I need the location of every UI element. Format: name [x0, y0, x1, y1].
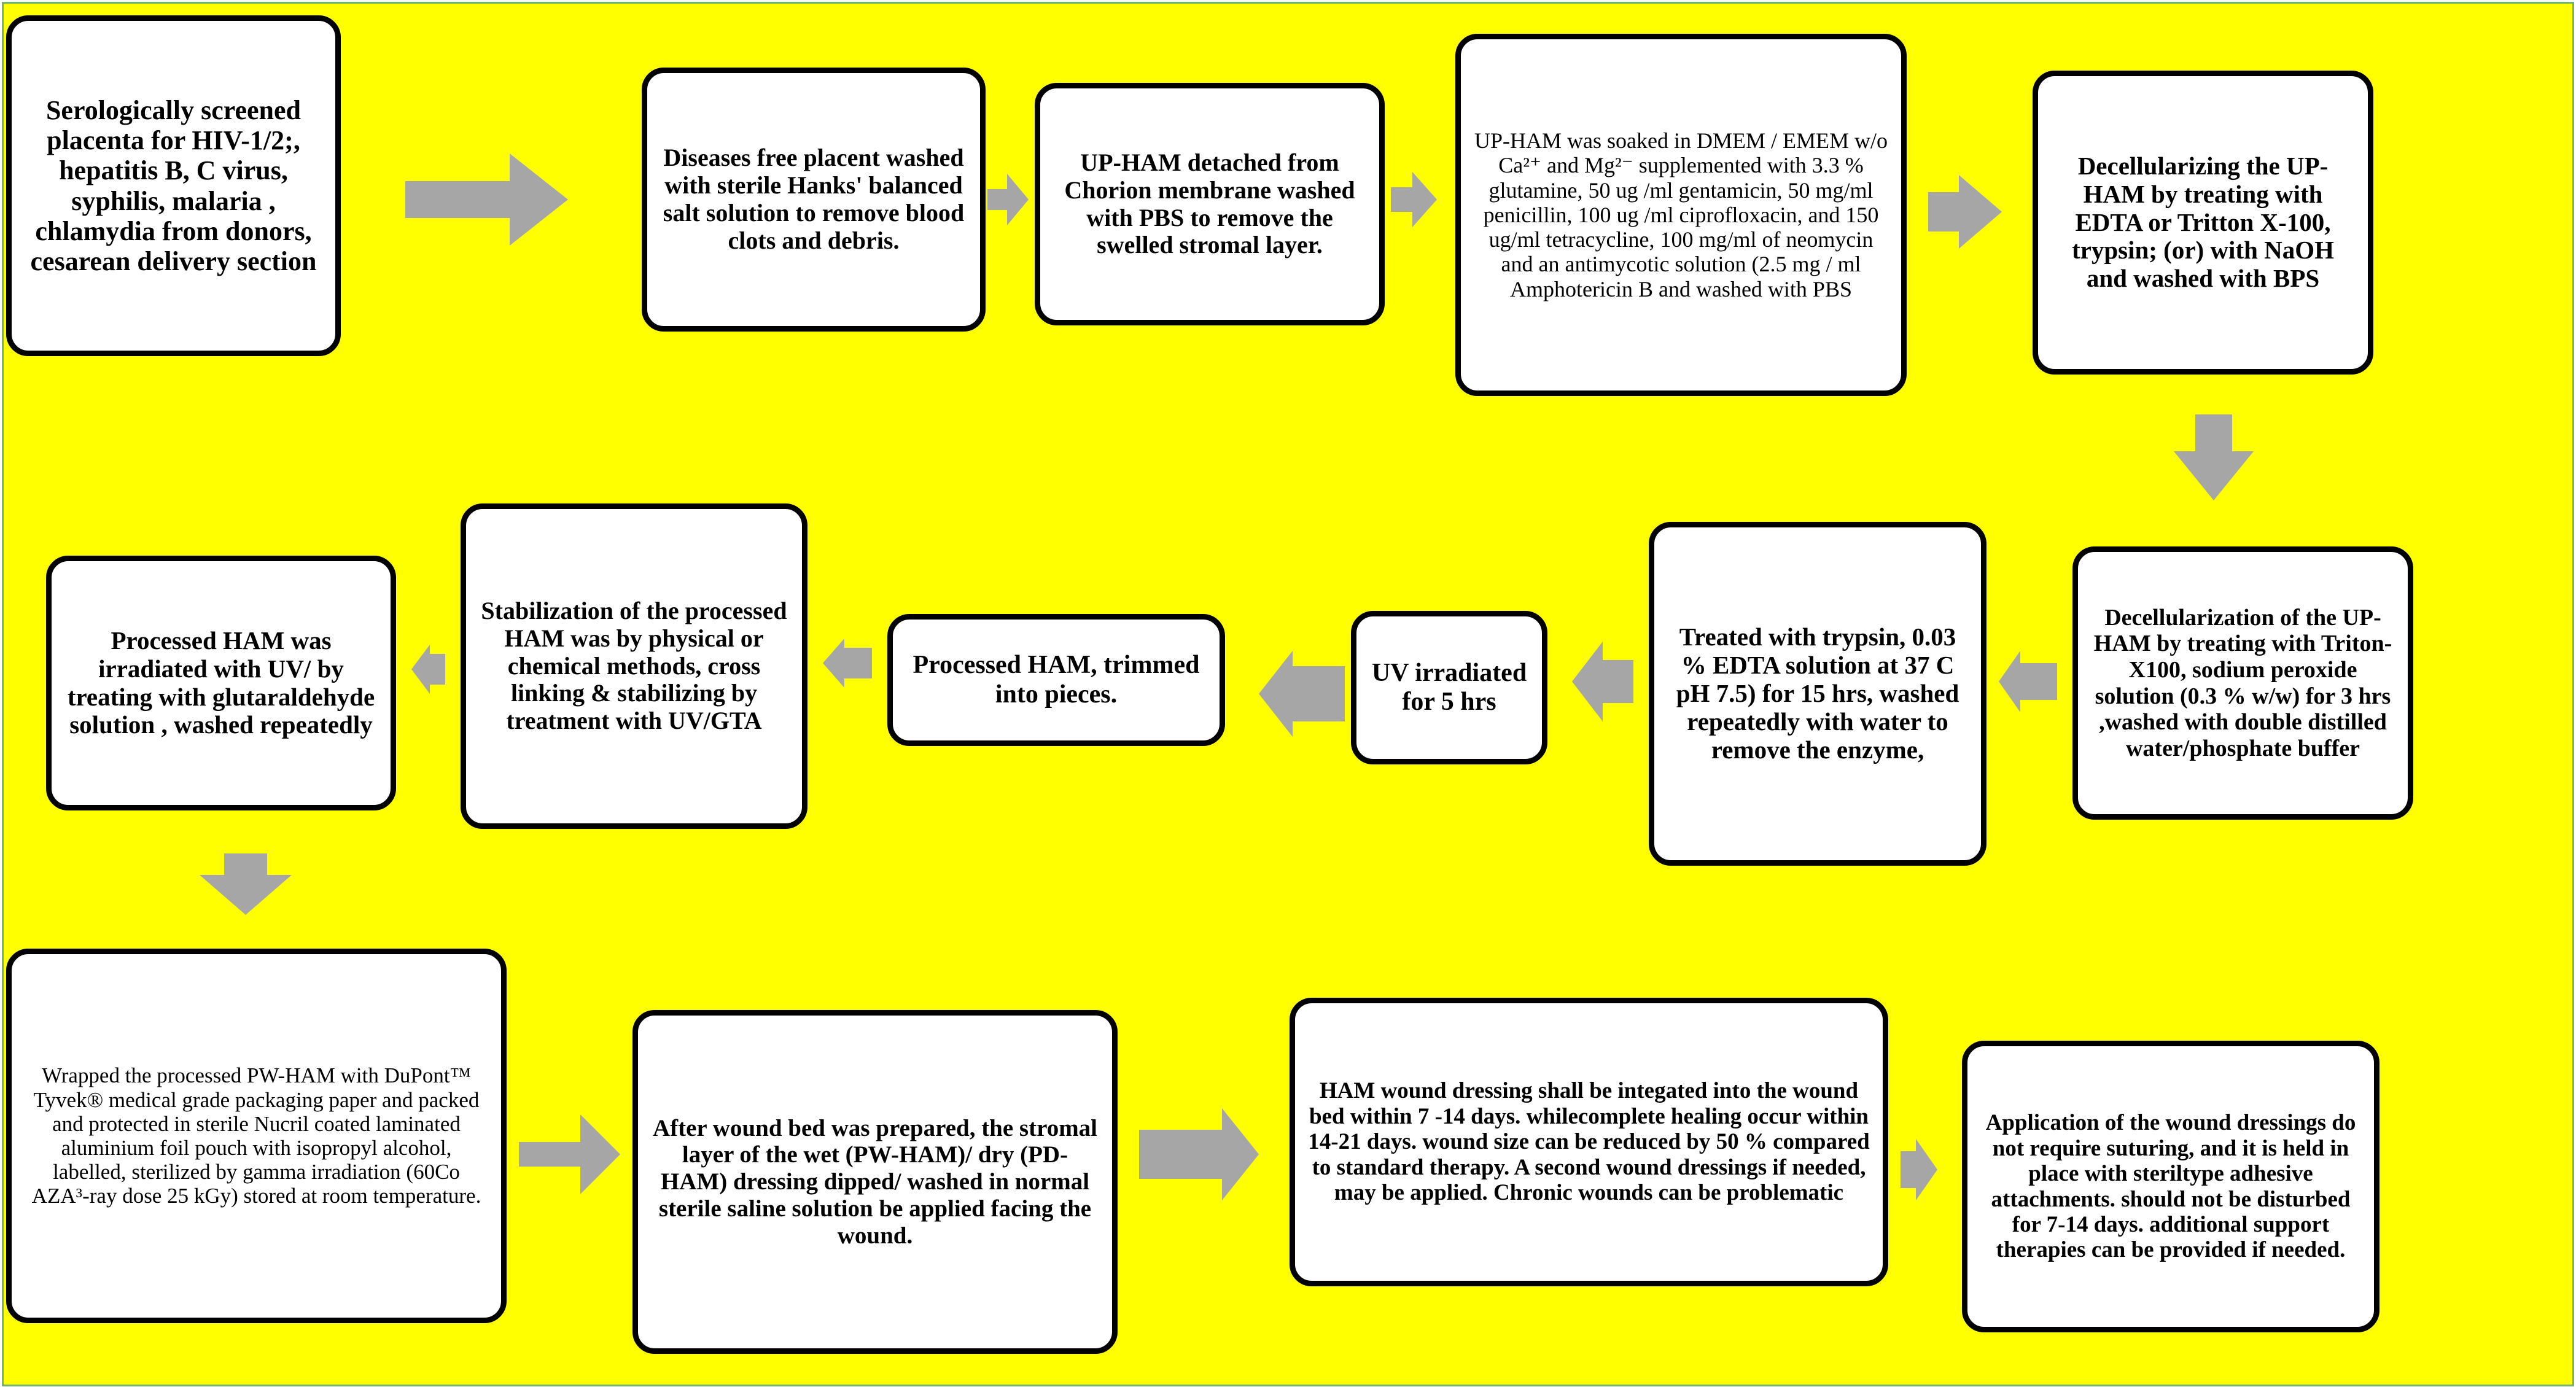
- step-decellularization-triton: Decellularization of the UP-HAM by treat…: [2072, 546, 2413, 820]
- arrow-n7-to-n8: [1572, 642, 1633, 721]
- arrow-n3-to-n4: [1391, 172, 1437, 227]
- arrow-n6-to-n7: [1999, 651, 2057, 712]
- step-uv-irradiation: UV irradiated for 5 hrs: [1351, 611, 1547, 764]
- step-text: Processed HAM was irradiated with UV/ by…: [67, 626, 375, 739]
- step-no-suturing: Application of the wound dressings do no…: [1962, 1041, 2379, 1332]
- step-placenta-screening: Serologically screened placenta for HIV-…: [6, 15, 341, 356]
- step-glutaraldehyde: Processed HAM was irradiated with UV/ by…: [46, 556, 396, 810]
- arrow-n11-to-n12: [200, 853, 292, 915]
- step-text: Wrapped the processed PW-HAM with DuPont…: [31, 1063, 481, 1208]
- step-text: Diseases free placent washed with steril…: [663, 144, 965, 254]
- step-text: Decellularizing the UP-HAM by treating w…: [2071, 151, 2335, 293]
- arrow-n8-to-n9: [1259, 651, 1345, 737]
- step-text: UP-HAM detached from Chorion membrane wa…: [1064, 148, 1355, 259]
- arrow-n10-to-n11: [411, 645, 445, 694]
- arrow-n4-to-n5: [1928, 175, 2002, 249]
- step-packaging-sterilization: Wrapped the processed PW-HAM with DuPont…: [6, 949, 507, 1323]
- arrow-n2-to-n3: [987, 174, 1029, 225]
- arrow-n14-to-n15: [1901, 1139, 1937, 1200]
- step-text: Serologically screened placenta for HIV-…: [30, 95, 317, 277]
- step-antibiotic-soak: UP-HAM was soaked in DMEM / EMEM w/o Ca²…: [1455, 34, 1907, 396]
- step-text: Processed HAM, trimmed into pieces.: [912, 651, 1200, 709]
- arrow-n1-to-n2: [405, 153, 568, 246]
- arrow-n5-to-n6: [2174, 414, 2254, 500]
- step-trypsin-treatment: Treated with trypsin, 0.03 % EDTA soluti…: [1649, 522, 1986, 866]
- step-placenta-wash: Diseases free placent washed with steril…: [642, 68, 986, 332]
- step-text: Decellularization of the UP-HAM by treat…: [2093, 604, 2392, 761]
- arrow-n9-to-n10: [823, 639, 872, 688]
- arrow-n13-to-n14: [1139, 1108, 1259, 1200]
- step-text: UP-HAM was soaked in DMEM / EMEM w/o Ca²…: [1474, 128, 1888, 301]
- arrow-n12-to-n13: [519, 1114, 620, 1194]
- step-chorion-detach: UP-HAM detached from Chorion membrane wa…: [1035, 83, 1385, 325]
- step-text: Stabilization of the processed HAM was b…: [481, 597, 787, 735]
- step-wound-application: After wound bed was prepared, the stroma…: [632, 1010, 1118, 1354]
- step-text: UV irradiated for 5 hrs: [1371, 658, 1527, 716]
- step-trimming: Processed HAM, trimmed into pieces.: [887, 614, 1225, 746]
- step-text: Treated with trypsin, 0.03 % EDTA soluti…: [1676, 623, 1959, 764]
- step-text: After wound bed was prepared, the stroma…: [652, 1114, 1098, 1249]
- step-healing-outcome: HAM wound dressing shall be integated in…: [1290, 998, 1888, 1286]
- step-text: Application of the wound dressings do no…: [1985, 1110, 2356, 1263]
- step-decellularizing: Decellularizing the UP-HAM by treating w…: [2033, 71, 2373, 375]
- step-text: HAM wound dressing shall be integated in…: [1308, 1078, 1870, 1206]
- step-stabilization: Stabilization of the processed HAM was b…: [461, 503, 807, 829]
